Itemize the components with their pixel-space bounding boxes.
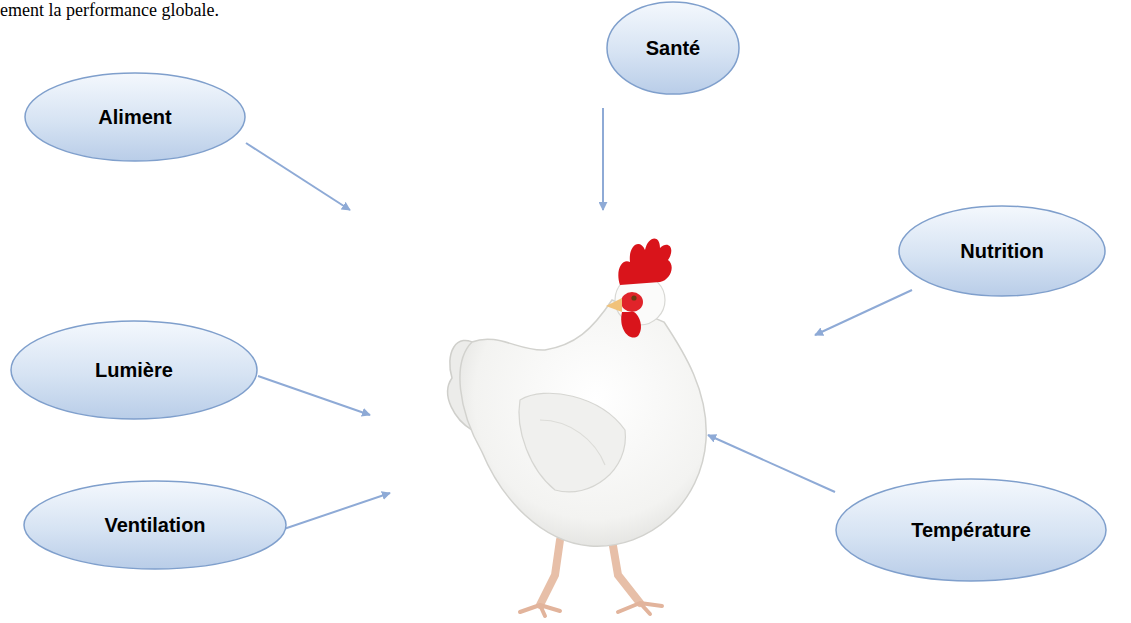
chicken <box>448 238 707 616</box>
factor-ellipse: Température <box>835 478 1107 582</box>
factor-label: Température <box>911 519 1031 542</box>
factor-label: Aliment <box>98 106 171 129</box>
factor-label: Ventilation <box>104 514 205 537</box>
factor-label: Nutrition <box>960 240 1043 263</box>
factor-ellipse: Nutrition <box>898 205 1106 297</box>
factor-ellipse: Lumière <box>10 320 258 420</box>
body-text: ement la performance globale. <box>0 0 219 20</box>
factor-ellipse: Ventilation <box>23 480 287 570</box>
factor-label: Santé <box>646 37 700 60</box>
factor-label: Lumière <box>95 359 173 382</box>
cut-off-sentence: ement la performance globale. <box>0 0 219 21</box>
factor-ellipse: Aliment <box>24 72 246 162</box>
factor-ellipse: Santé <box>606 1 740 95</box>
leader-arrows <box>246 108 912 532</box>
